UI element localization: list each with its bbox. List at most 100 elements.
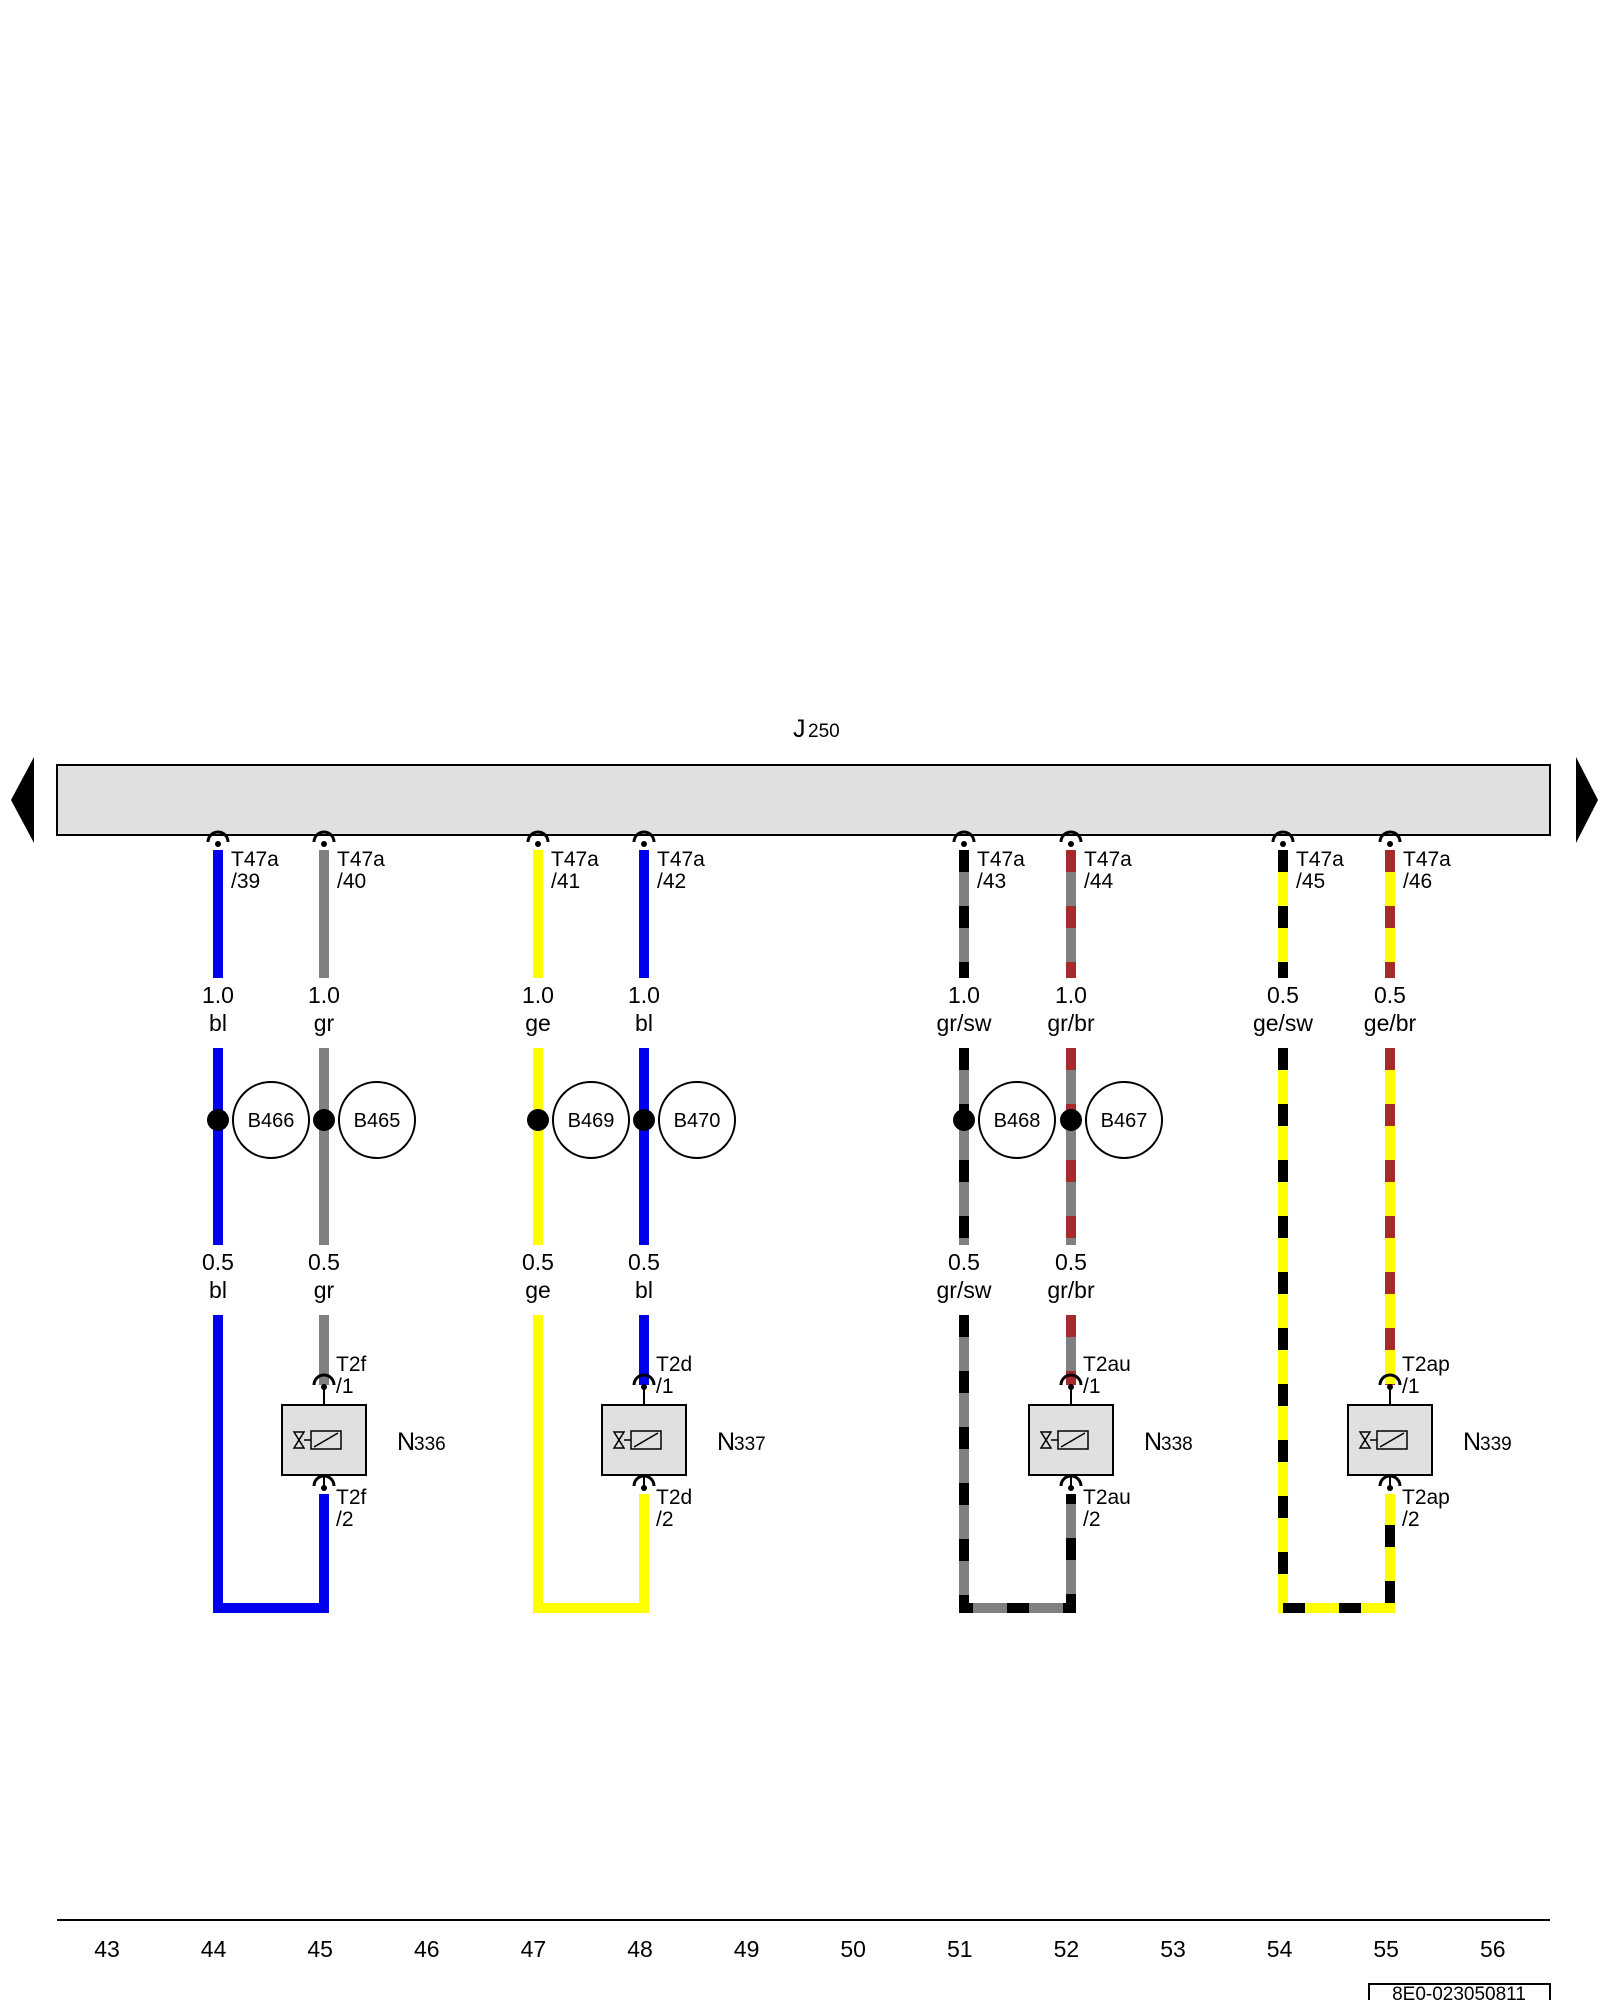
pin-connector-label: T47a (551, 848, 599, 871)
wire-loop-3-base (1278, 1048, 1395, 1613)
component-connector-label: T2ap (1402, 1486, 1450, 1509)
splice-circle (552, 1081, 630, 1159)
wire-size-label: 1.0 (948, 982, 980, 1008)
wire-color-label: gr/br (1047, 1277, 1095, 1303)
wire-41-cu-socket (526, 830, 550, 843)
wire-44-cu-pin-dot (1068, 841, 1074, 847)
wire-color-label: bl (635, 1277, 653, 1303)
solenoid-coil-slash (1060, 1432, 1086, 1448)
splice-node (633, 1109, 655, 1131)
component-connector-label: T2ap (1402, 1353, 1450, 1376)
conn-top-3-pin-dot (1387, 1384, 1393, 1390)
wire-43-cu-pin-dot (961, 841, 967, 847)
solenoid-coil-slash (1379, 1432, 1405, 1448)
valve-symbol (612, 1431, 626, 1449)
wire-size-label: 0.5 (948, 1249, 980, 1275)
component-number: 339 (1480, 1434, 1512, 1455)
valve-symbol (1039, 1431, 1053, 1449)
pin-connector-label: T47a (1084, 848, 1132, 871)
wire-color-label: bl (635, 1010, 653, 1036)
wire-color-label: gr (314, 1277, 335, 1303)
conn-top-3-socket (1378, 1373, 1402, 1386)
pin-connector-label: T47a (1296, 848, 1344, 871)
column-number: 49 (734, 1936, 760, 1962)
pin-number-label: /46 (1403, 870, 1432, 893)
pin-number-label: /43 (977, 870, 1006, 893)
pin-number-label: /42 (657, 870, 686, 893)
component-pin-label: /2 (656, 1508, 674, 1531)
control-unit-number: 250 (808, 721, 840, 742)
splice-node (207, 1109, 229, 1131)
wire-40-cu-socket (312, 830, 336, 843)
wire-size-label: 1.0 (1055, 982, 1087, 1008)
component-connector-label: T2d (656, 1486, 692, 1509)
conn-bottom-3-pin-dot (1387, 1485, 1393, 1491)
splice-node (1060, 1109, 1082, 1131)
pin-connector-label: T47a (977, 848, 1025, 871)
solenoid-valve-box (601, 1404, 687, 1476)
column-number: 48 (627, 1936, 653, 1962)
splice-label: B469 (568, 1110, 615, 1132)
wire-color-label: bl (209, 1277, 227, 1303)
wire-size-label: 1.0 (522, 982, 554, 1008)
conn-top-0-pin-dot (321, 1384, 327, 1390)
wire-color-label: gr/br (1047, 1010, 1095, 1036)
wire-color-label: gr/sw (937, 1277, 992, 1303)
component-number: 337 (734, 1434, 766, 1455)
component-pin-label: /1 (1402, 1375, 1420, 1398)
conn-top-2-pin-dot (1068, 1384, 1074, 1390)
conn-bottom-1-socket (632, 1474, 656, 1487)
column-number: 50 (840, 1936, 866, 1962)
splice-node (313, 1109, 335, 1131)
pin-connector-label: T47a (337, 848, 385, 871)
splice-label: B470 (674, 1110, 721, 1132)
component-connector-label: T2f (336, 1353, 367, 1376)
component-pin-label: /1 (1083, 1375, 1101, 1398)
component-letter: N (397, 1428, 415, 1456)
conn-top-0-socket (312, 1373, 336, 1386)
wire-size-label: 0.5 (1267, 982, 1299, 1008)
component-number: 338 (1161, 1434, 1193, 1455)
wire-42-cu-socket (632, 830, 656, 843)
solenoid-coil-slash (313, 1432, 339, 1448)
pin-connector-label: T47a (657, 848, 705, 871)
column-number: 47 (521, 1936, 547, 1962)
wire-color-label: ge/br (1364, 1010, 1417, 1036)
component-pin-label: /2 (336, 1508, 354, 1531)
wire-size-label: 0.5 (308, 1249, 340, 1275)
column-number: 43 (94, 1936, 120, 1962)
splice-node (953, 1109, 975, 1131)
wire-color-label: gr/sw (937, 1010, 992, 1036)
splice-label: B468 (994, 1110, 1041, 1132)
splice-circle (1085, 1081, 1163, 1159)
wire-39-cu-pin-dot (215, 841, 221, 847)
wire-45-cu-socket (1271, 830, 1295, 843)
wire-45-cu-pin-dot (1280, 841, 1286, 847)
splice-circle (232, 1081, 310, 1159)
wire-loop-1-base (533, 1315, 649, 1613)
component-connector-label: T2f (336, 1486, 367, 1509)
document-id: 8E0-023050811 (1392, 1984, 1526, 2000)
wire-42-cu-pin-dot (641, 841, 647, 847)
splice-circle (978, 1081, 1056, 1159)
conn-bottom-1-pin-dot (641, 1485, 647, 1491)
wires-layer (206, 830, 1433, 1613)
splice-circle (338, 1081, 416, 1159)
column-number: 44 (201, 1936, 227, 1962)
wire-40-cu-pin-dot (321, 841, 327, 847)
conn-top-2-socket (1059, 1373, 1083, 1386)
wire-size-label: 0.5 (628, 1249, 660, 1275)
splice-node (527, 1109, 549, 1131)
column-number: 56 (1480, 1936, 1506, 1962)
column-number: 53 (1160, 1936, 1186, 1962)
pin-number-label: /44 (1084, 870, 1114, 893)
pin-number-label: /41 (551, 870, 580, 893)
wire-46-cu-socket (1378, 830, 1402, 843)
conn-bottom-3-socket (1378, 1474, 1402, 1487)
wire-loop-0-base (213, 1315, 329, 1613)
continuation-arrow-left (11, 757, 34, 843)
wire-46-cu-pin-dot (1387, 841, 1393, 847)
component-letter: N (717, 1428, 735, 1456)
wire-44-cu-socket (1059, 830, 1083, 843)
wire-41-cu-pin-dot (535, 841, 541, 847)
